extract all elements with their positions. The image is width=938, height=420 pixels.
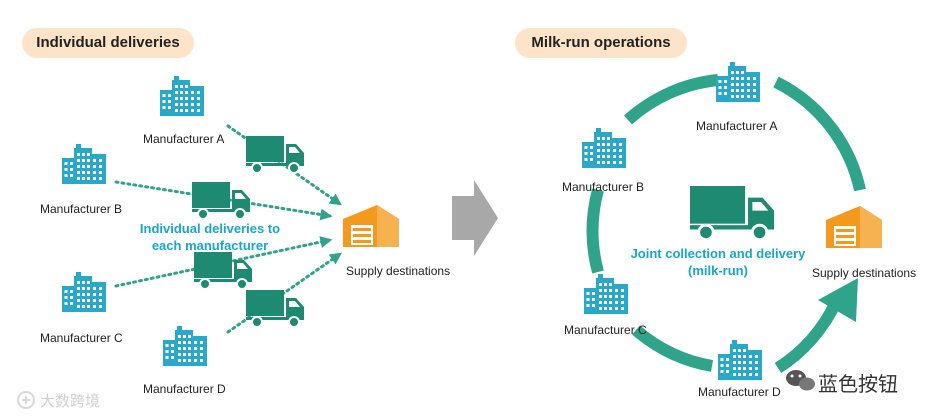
watermark-bottom-right: 蓝色按钮 — [818, 372, 898, 396]
loop-segment-3 — [586, 188, 604, 274]
building-icon-c-right — [584, 274, 628, 314]
building-icon-a-left — [160, 76, 204, 116]
label-manufacturer-b-right: Manufacturer B — [562, 180, 645, 194]
building-icon-c-left — [62, 272, 106, 312]
loop-segment-4 — [632, 325, 714, 372]
label-manufacturer-d-right: Manufacturer D — [698, 385, 781, 399]
label-manufacturer-d-left: Manufacturer D — [143, 382, 226, 396]
note-milk-run-line2: (milk-run) — [688, 263, 748, 278]
building-icon-b-left — [62, 144, 106, 184]
building-icon-d-right — [718, 340, 762, 380]
label-manufacturer-c-right: Manufacturer C — [564, 323, 647, 337]
label-manufacturer-a-right: Manufacturer A — [696, 119, 778, 133]
note-individual: Individual deliveries to each manufactur… — [130, 220, 290, 254]
label-manufacturer-c-left: Manufacturer C — [40, 331, 123, 345]
wechat-icon — [786, 370, 815, 391]
note-milk-run-line1: Joint collection and delivery — [630, 246, 806, 261]
label-manufacturer-a-left: Manufacturer A — [143, 132, 225, 146]
loop-segment-2 — [773, 76, 866, 192]
milk-run-loop — [586, 74, 866, 374]
loop-segment-1 — [623, 74, 719, 125]
note-individual-line1: Individual deliveries to — [139, 221, 281, 236]
building-icon-a-right — [716, 62, 760, 102]
truck-icon-3 — [193, 251, 253, 290]
label-supply-destinations-right: Supply destinations — [812, 266, 917, 280]
warehouse-icon-left — [343, 205, 399, 247]
transition-arrow-icon — [452, 180, 498, 256]
heading-individual-deliveries: Individual deliveries — [22, 28, 194, 58]
watermark-bottom-left: 大数跨境 — [40, 392, 101, 410]
warehouse-icon-right — [826, 206, 882, 248]
label-manufacturer-b-left: Manufacturer B — [40, 202, 123, 216]
watermark-logo-left-icon — [17, 391, 35, 409]
building-icon-b-right — [582, 128, 626, 168]
truck-icon-4 — [245, 289, 305, 328]
truck-icon-1 — [245, 135, 305, 174]
note-milk-run: Joint collection and delivery (milk-run) — [628, 245, 808, 279]
loop-segment-5 — [774, 299, 842, 374]
label-supply-destinations-left: Supply destinations — [346, 264, 451, 278]
heading-milk-run-operations: Milk-run operations — [515, 28, 687, 58]
truck-icon-milk-run — [688, 184, 776, 242]
truck-icon-2 — [191, 181, 251, 220]
loop-arrowhead-icon — [818, 278, 858, 322]
building-icon-d-left — [163, 326, 207, 366]
note-individual-line2: each manufacturer — [151, 238, 269, 253]
